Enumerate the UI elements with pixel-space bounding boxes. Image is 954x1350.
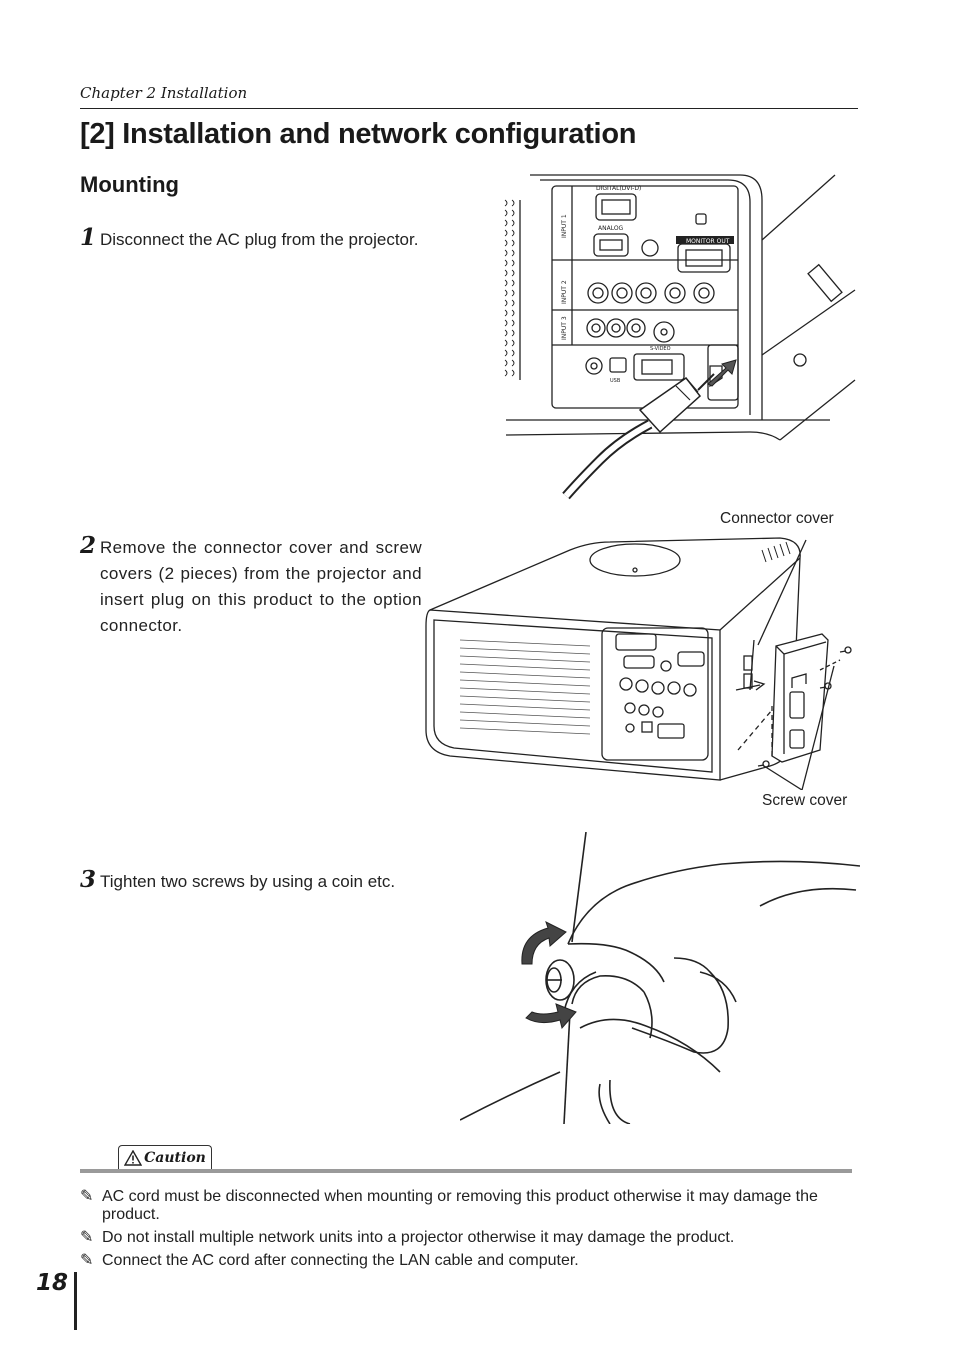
- caution-tab: Caution: [118, 1145, 212, 1170]
- usb-label: USB: [610, 378, 621, 384]
- warning-triangle-icon: [124, 1150, 143, 1166]
- caution-note-3: ✎ Connect the AC cord after connecting t…: [80, 1252, 850, 1270]
- step-3-text: Tighten two screws by using a coin etc.: [100, 872, 396, 891]
- caution-note-2-text: Do not install multiple network units in…: [102, 1229, 735, 1246]
- caution-note-3-text: Connect the AC cord after connecting the…: [102, 1252, 579, 1269]
- input2-label: INPUT 2: [561, 280, 568, 304]
- input3-label: INPUT 3: [561, 316, 568, 340]
- step-2-number: 2: [80, 532, 97, 559]
- caution-note-1: ✎ AC cord must be disconnected when moun…: [80, 1188, 850, 1224]
- monitor-out-label: MONITOR OUT: [686, 238, 730, 245]
- step-3-number: 3: [80, 866, 97, 893]
- projector-rear-panel-illustration: MONITOR OUT DIGITAL(DVI-D) ANALOG INPUT …: [504, 174, 856, 500]
- step-2-text: Remove the connector cover and screw cov…: [100, 538, 422, 635]
- caution-rule: [80, 1169, 852, 1173]
- svideo-label: S-VIDEO: [650, 346, 671, 352]
- digital-label: DIGITAL(DVI-D): [596, 185, 641, 192]
- analog-label: ANALOG: [598, 225, 624, 232]
- step-3: 3 Tighten two screws by using a coin etc…: [80, 866, 420, 895]
- pencil-icon: ✎: [80, 1252, 94, 1269]
- step-1-number: 1: [80, 224, 97, 251]
- input1-label: INPUT 1: [561, 214, 568, 238]
- pencil-icon: ✎: [80, 1188, 94, 1205]
- hand-tightening-screw-illustration: [460, 832, 860, 1124]
- step-2: 2 Remove the connector cover and screw c…: [80, 532, 422, 639]
- caution-note-1-text: AC cord must be disconnected when mounti…: [102, 1188, 818, 1223]
- connector-cover-label: Connector cover: [720, 510, 834, 527]
- pencil-icon: ✎: [80, 1229, 94, 1246]
- caution-label: Caution: [144, 1150, 206, 1166]
- caution-note-2: ✎ Do not install multiple network units …: [80, 1229, 850, 1247]
- screw-cover-label: Screw cover: [762, 792, 848, 809]
- step-1-text: Disconnect the AC plug from the projecto…: [100, 230, 419, 249]
- header-rule: [80, 108, 858, 109]
- page-number: 18: [36, 1270, 69, 1296]
- step-1: 1 Disconnect the AC plug from the projec…: [80, 224, 480, 253]
- page-number-bar: [74, 1272, 77, 1330]
- chapter-header: Chapter 2 Installation: [80, 84, 248, 102]
- section-subtitle: Mounting: [80, 172, 179, 197]
- projector-connector-cover-illustration: [425, 537, 852, 790]
- page-title: [2] Installation and network configurati…: [80, 118, 637, 150]
